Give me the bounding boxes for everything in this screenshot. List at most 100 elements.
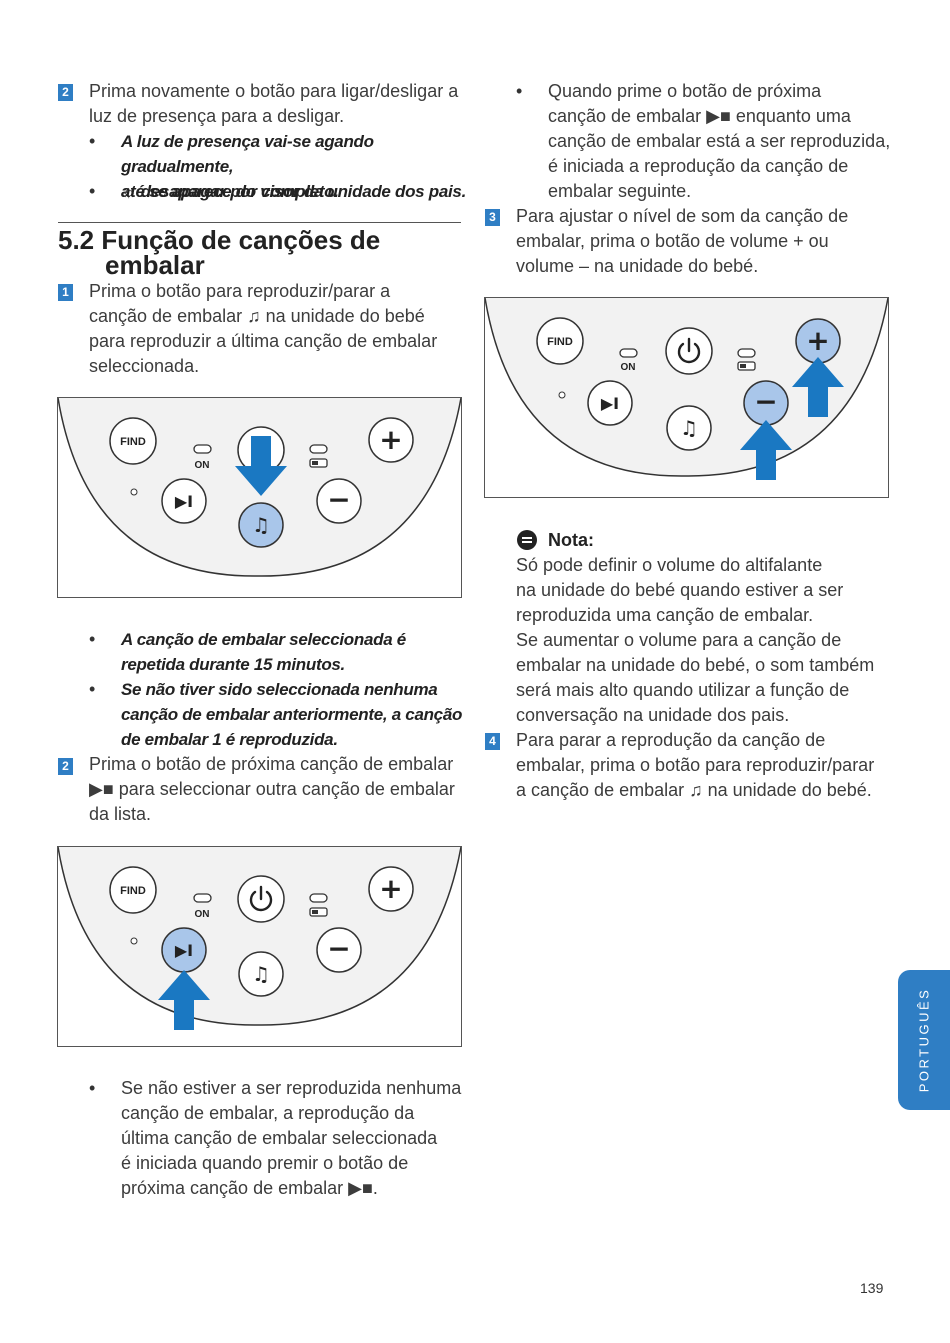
text-line: desaparece do visor da unidade dos pais.	[140, 182, 467, 201]
on-indicator: ON	[619, 348, 638, 373]
battery-indicator	[309, 444, 328, 468]
power-button	[237, 875, 285, 923]
arrow-up-icon	[740, 420, 792, 480]
music-symbol: ♫	[680, 416, 698, 440]
text-line: Prima o botão para reproduzir/parar a	[89, 281, 391, 301]
step-2-text-top: Prima novamente o botão para ligar/desli…	[89, 79, 469, 129]
lullaby-button-highlighted: ♫	[238, 502, 284, 548]
step-number: 3	[485, 209, 500, 226]
play-pause-button: ▶I	[161, 478, 207, 524]
text-line: última canção de embalar seleccionada	[121, 1128, 438, 1148]
text-line: embalar, prima o botão para reproduzir/p…	[516, 755, 875, 775]
bullet-item: • Se não tiver sido seleccionada nenhuma…	[89, 677, 469, 752]
text-line: ▶■ para seleccionar outra canção de emba…	[89, 779, 455, 799]
text-line: Prima o botão de próxima canção de embal…	[89, 754, 454, 774]
note-title: Nota:	[548, 530, 594, 550]
bullet-item: • A luz de presença vai-se agando gradua…	[89, 129, 469, 204]
heading-line: 5.2 Função de canções de	[58, 225, 381, 255]
find-button: FIND	[536, 317, 584, 365]
text-line: reproduzida uma canção de embalar.	[516, 605, 814, 625]
text-line: embalar seguinte.	[548, 181, 692, 201]
text-line: A luz de presença vai-se agando gradualm…	[121, 132, 374, 176]
language-tab: PORTUGUÊS	[898, 970, 950, 1110]
playpause-symbol: ▶I	[175, 492, 193, 511]
bullet-dot: •	[89, 131, 96, 151]
minus-symbol: −	[754, 385, 777, 418]
plus-symbol: +	[379, 872, 402, 905]
text-line: Para parar a reprodução da canção de	[516, 730, 826, 750]
power-icon	[677, 342, 701, 364]
text-line: A canção de embalar seleccionada é	[121, 630, 406, 649]
on-label: ON	[195, 909, 210, 920]
device-illustration: FIND ON + ▶I − ♫	[58, 398, 461, 577]
mic-hole	[130, 937, 138, 945]
arrow-down-icon	[235, 436, 287, 496]
on-indicator: ON	[193, 444, 212, 471]
arrow-up-icon	[158, 970, 210, 1030]
step-4-text: Para parar a reprodução da canção de emb…	[516, 728, 896, 803]
text-line: luz de presença para a desligar.	[89, 106, 345, 126]
bullet-item: • A canção de embalar seleccionada é rep…	[89, 627, 469, 677]
text-line: é iniciada quando premir o botão de	[121, 1153, 409, 1173]
volume-up-button: +	[368, 417, 414, 463]
plus-symbol: +	[806, 324, 829, 357]
playpause-symbol: ▶I	[601, 394, 619, 413]
step-3-text: Para ajustar o nível de som da canção de…	[516, 204, 896, 279]
text-line: Se aumentar o volume para a canção de	[516, 630, 842, 650]
text-line: embalar, prima o botão de volume + ou	[516, 231, 829, 251]
text-line: próxima canção de embalar ▶■.	[121, 1178, 378, 1198]
find-button: FIND	[109, 866, 157, 914]
step-number: 2	[58, 84, 73, 101]
music-symbol: ♫	[252, 513, 270, 537]
battery-indicator	[737, 348, 756, 371]
text-line: Quando prime o botão de próxima	[548, 81, 822, 101]
page-number: 139	[860, 1280, 884, 1296]
night-light-icon: ☼	[121, 182, 137, 201]
bullet-dot: •	[516, 81, 523, 101]
text-line: repetida durante 15 minutos.	[121, 655, 345, 674]
text-line: para reproduzir a última canção de embal…	[89, 331, 438, 351]
text-line: Se não estiver a ser reproduzida nenhuma	[121, 1078, 462, 1098]
text-line: Se não tiver sido seleccionada nenhuma	[121, 680, 438, 699]
text-line: da lista.	[89, 804, 152, 824]
device-figure-2: FIND ON + ▶I − ♫	[57, 846, 462, 1047]
text-line: canção de embalar anteriormente, a cançã…	[121, 705, 463, 724]
text-line: a canção de embalar ♫ na unidade do bebé…	[516, 780, 872, 800]
text-line: Para ajustar o nível de som da canção de	[516, 206, 849, 226]
text-line: Prima novamente o botão para ligar/desli…	[89, 81, 459, 101]
step-number: 4	[485, 733, 500, 750]
play-pause-button: ▶I	[587, 380, 633, 426]
bullet-dot: •	[89, 629, 96, 649]
find-label: FIND	[120, 885, 146, 897]
device-figure-3: FIND ON + ▶I − ♫	[484, 297, 889, 498]
step-1-text: Prima o botão para reproduzir/parar a ca…	[89, 279, 469, 379]
section-rule	[58, 222, 461, 223]
note-icon	[517, 530, 537, 550]
find-label: FIND	[547, 336, 573, 348]
play-pause-button-highlighted: ▶I	[161, 927, 207, 973]
device-illustration: FIND ON + ▶I − ♫	[58, 847, 461, 1030]
volume-up-button-highlighted: +	[795, 318, 841, 364]
text-line: até se apagar por completo.	[121, 182, 339, 201]
device-figure-1: FIND ON + ▶I − ♫	[57, 397, 462, 598]
section-heading: 5.2 Função de canções de embalar	[58, 225, 468, 280]
text-line: seleccionada.	[89, 356, 200, 376]
text-line: canção de embalar ♫ na unidade do bebé	[89, 306, 425, 326]
step-number: 2	[58, 758, 73, 775]
bullet-item: • ☼ desaparece do visor da unidade dos p…	[89, 179, 469, 204]
step-number: 1	[58, 284, 73, 301]
heading-line: embalar	[105, 250, 205, 280]
text-line: canção de embalar, a reprodução da	[121, 1103, 415, 1123]
lullaby-button: ♫	[238, 951, 284, 997]
on-label: ON	[195, 460, 210, 471]
text-line: canção de embalar ▶■ enquanto uma	[548, 106, 851, 126]
volume-down-button-highlighted: −	[743, 380, 789, 426]
bullet-item: • Se não estiver a ser reproduzida nenhu…	[89, 1076, 469, 1201]
minus-symbol: −	[327, 932, 350, 965]
volume-up-button: +	[368, 866, 414, 912]
text-line: de embalar 1 é reproduzida.	[121, 730, 338, 749]
text-line: embalar na unidade do bebé, o som também	[516, 655, 875, 675]
lullaby-button: ♫	[666, 405, 712, 451]
step-2-text: Prima o botão de próxima canção de embal…	[89, 752, 469, 827]
bullet-item: • Quando prime o botão de próxima canção…	[516, 79, 896, 204]
